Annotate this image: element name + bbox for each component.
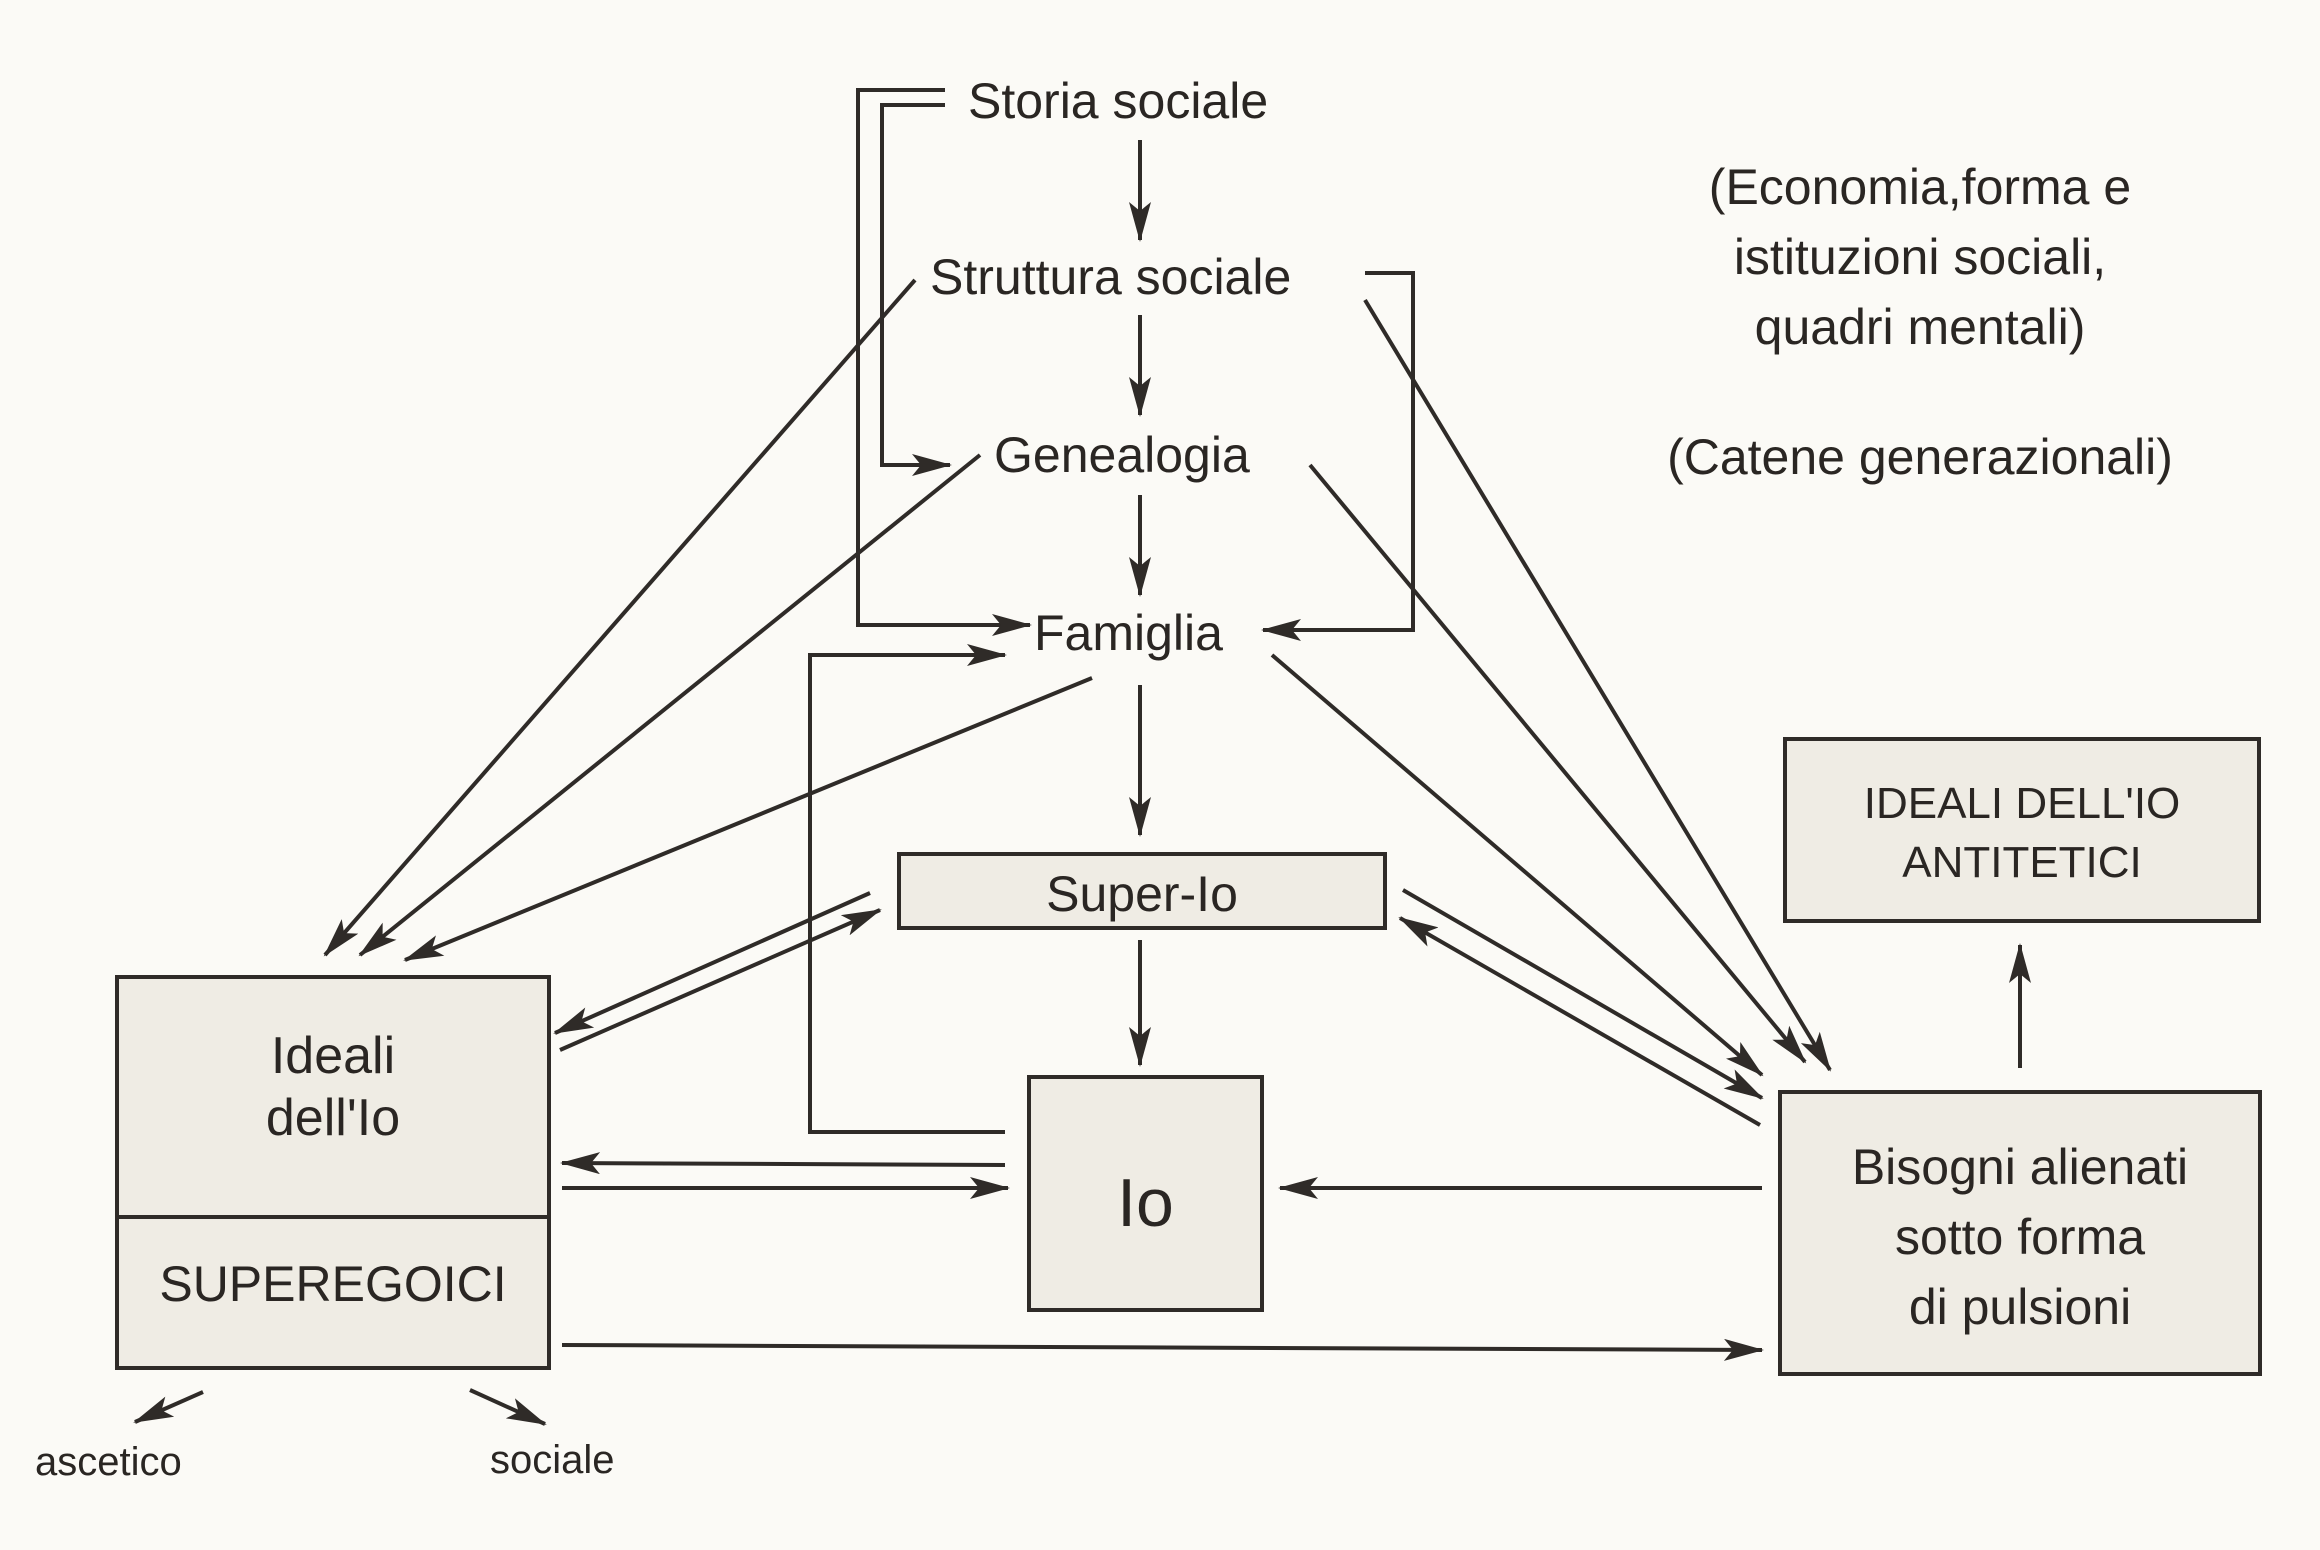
node-genealogia: Genealogia	[994, 427, 1250, 483]
note-struttura: (Economia,forma e istituzioni sociali, q…	[1660, 152, 2180, 362]
arrow-superio-to-ideali	[553, 891, 871, 1035]
node-storia-sociale: Storia sociale	[968, 73, 1269, 129]
ideali-antitetici-box: IDEALI DELL'IO ANTITETICI	[1783, 737, 2261, 923]
note-struttura-line1: (Economia,forma e	[1708, 159, 2132, 215]
label-ascetico: ascetico	[35, 1440, 182, 1484]
superio-box: Super-Io	[897, 852, 1387, 930]
wire-io-to-famiglia	[808, 644, 1007, 1134]
bisogni-label-line3: di pulsioni	[1908, 1279, 2132, 1335]
ideali-label-line2: dell'Io	[265, 1089, 401, 1148]
io-box: Io	[1027, 1075, 1264, 1312]
node-struttura-sociale: Struttura sociale	[930, 249, 1292, 305]
bisogni-label: Bisogni alienati sotto forma di pulsioni	[1782, 1132, 2258, 1342]
wire-storia-to-famiglia	[856, 88, 1032, 636]
arrow-famiglia-to-ideali	[403, 676, 1093, 962]
superio-label: Super-Io	[1046, 866, 1238, 922]
antitetici-label-line1: IDEALI DELL'IO	[1863, 779, 2181, 828]
wire-struttura-to-famiglia	[1261, 271, 1415, 641]
note-struttura-line3: quadri mentali)	[1754, 299, 2086, 355]
ideali-label-line1: Ideali	[270, 1027, 396, 1085]
arrow-struttura-to-bisogni	[1363, 298, 1832, 1072]
arrow-superio-to-bisogni	[1401, 888, 1764, 1100]
ideali-label: Ideali dell'Io	[119, 1025, 547, 1150]
box-divider	[119, 1215, 547, 1219]
antitetici-label: IDEALI DELL'IO ANTITETICI	[1787, 774, 2257, 893]
arrow-struttura-to-ideali	[323, 278, 917, 957]
arrow-ideali-to-superio	[559, 908, 882, 1052]
bisogni-box: Bisogni alienati sotto forma di pulsioni	[1778, 1090, 2262, 1376]
antitetici-label-line2: ANTITETICI	[1902, 838, 2142, 888]
arrow-genealogia-to-bisogni	[1308, 463, 1807, 1064]
arrow-genealogia-to-ideali	[358, 453, 982, 957]
note-struttura-line2: istituzioni sociali,	[1733, 229, 2107, 285]
arrow-to-ascetico	[133, 1390, 204, 1424]
io-label: Io	[1117, 1165, 1174, 1241]
ideali-superegoici-box: Ideali dell'Io SUPEREGOICI	[115, 975, 551, 1370]
arrow-famiglia-to-bisogni	[1270, 653, 1764, 1077]
arrow-bisogni-to-superio	[1398, 916, 1761, 1127]
bisogni-label-line2: sotto forma	[1894, 1209, 2146, 1265]
label-sociale: sociale	[490, 1438, 615, 1482]
wire-storia-to-genealogia	[880, 103, 952, 476]
arrow-to-sociale	[469, 1388, 547, 1426]
note-genealogia: (Catene generazionali)	[1667, 429, 2173, 485]
arrow-io-to-ideali	[560, 1152, 1006, 1175]
arrow-ideali-to-bisogni	[561, 1338, 1764, 1361]
superegoici-label: SUPEREGOICI	[159, 1256, 507, 1312]
bisogni-label-line1: Bisogni alienati	[1851, 1139, 2189, 1195]
node-famiglia: Famiglia	[1034, 605, 1223, 661]
